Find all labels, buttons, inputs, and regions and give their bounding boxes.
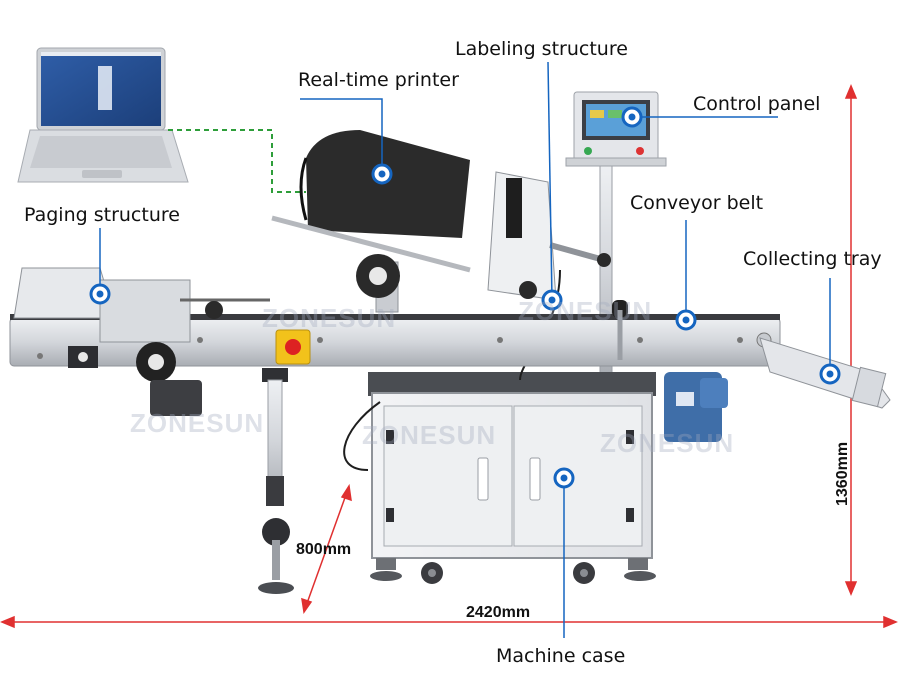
depth-dimension-line — [301, 483, 352, 614]
length-dimension-label: 2420mm — [466, 604, 531, 621]
watermark: ZONESUN — [262, 303, 397, 333]
length-dimension-line — [0, 615, 898, 629]
label-control-panel: Control panel — [693, 93, 821, 115]
drive-motor — [664, 372, 728, 442]
label-collecting-tray: Collecting tray — [743, 248, 882, 270]
label-real-time-printer: Real-time printer — [298, 69, 459, 91]
watermark: ZONESUN — [130, 408, 265, 438]
watermark: ZONESUN — [600, 428, 735, 458]
height-dimension-line — [844, 84, 858, 596]
depth-dimension-label: 800mm — [296, 541, 352, 558]
label-machine-case: Machine case — [496, 645, 626, 667]
laptop — [17, 47, 189, 183]
labeling-head-unit — [487, 171, 628, 360]
machine-case-body — [368, 372, 656, 584]
label-conveyor-belt: Conveyor belt — [630, 192, 764, 214]
callout-markers — [89, 106, 841, 489]
support-legs — [258, 368, 294, 594]
printer-unit — [271, 130, 471, 313]
watermark: ZONESUN — [362, 420, 497, 450]
paging-structure-unit — [13, 267, 270, 416]
callout-lines — [99, 61, 831, 638]
laptop-printer-connection — [168, 129, 306, 193]
emergency-stop — [275, 329, 311, 365]
height-dimension-label: 1360mm — [834, 441, 851, 506]
watermark: ZONESUN — [518, 296, 653, 326]
label-paging-structure: Paging structure — [24, 204, 180, 226]
label-labeling-structure: Labeling structure — [455, 38, 628, 60]
